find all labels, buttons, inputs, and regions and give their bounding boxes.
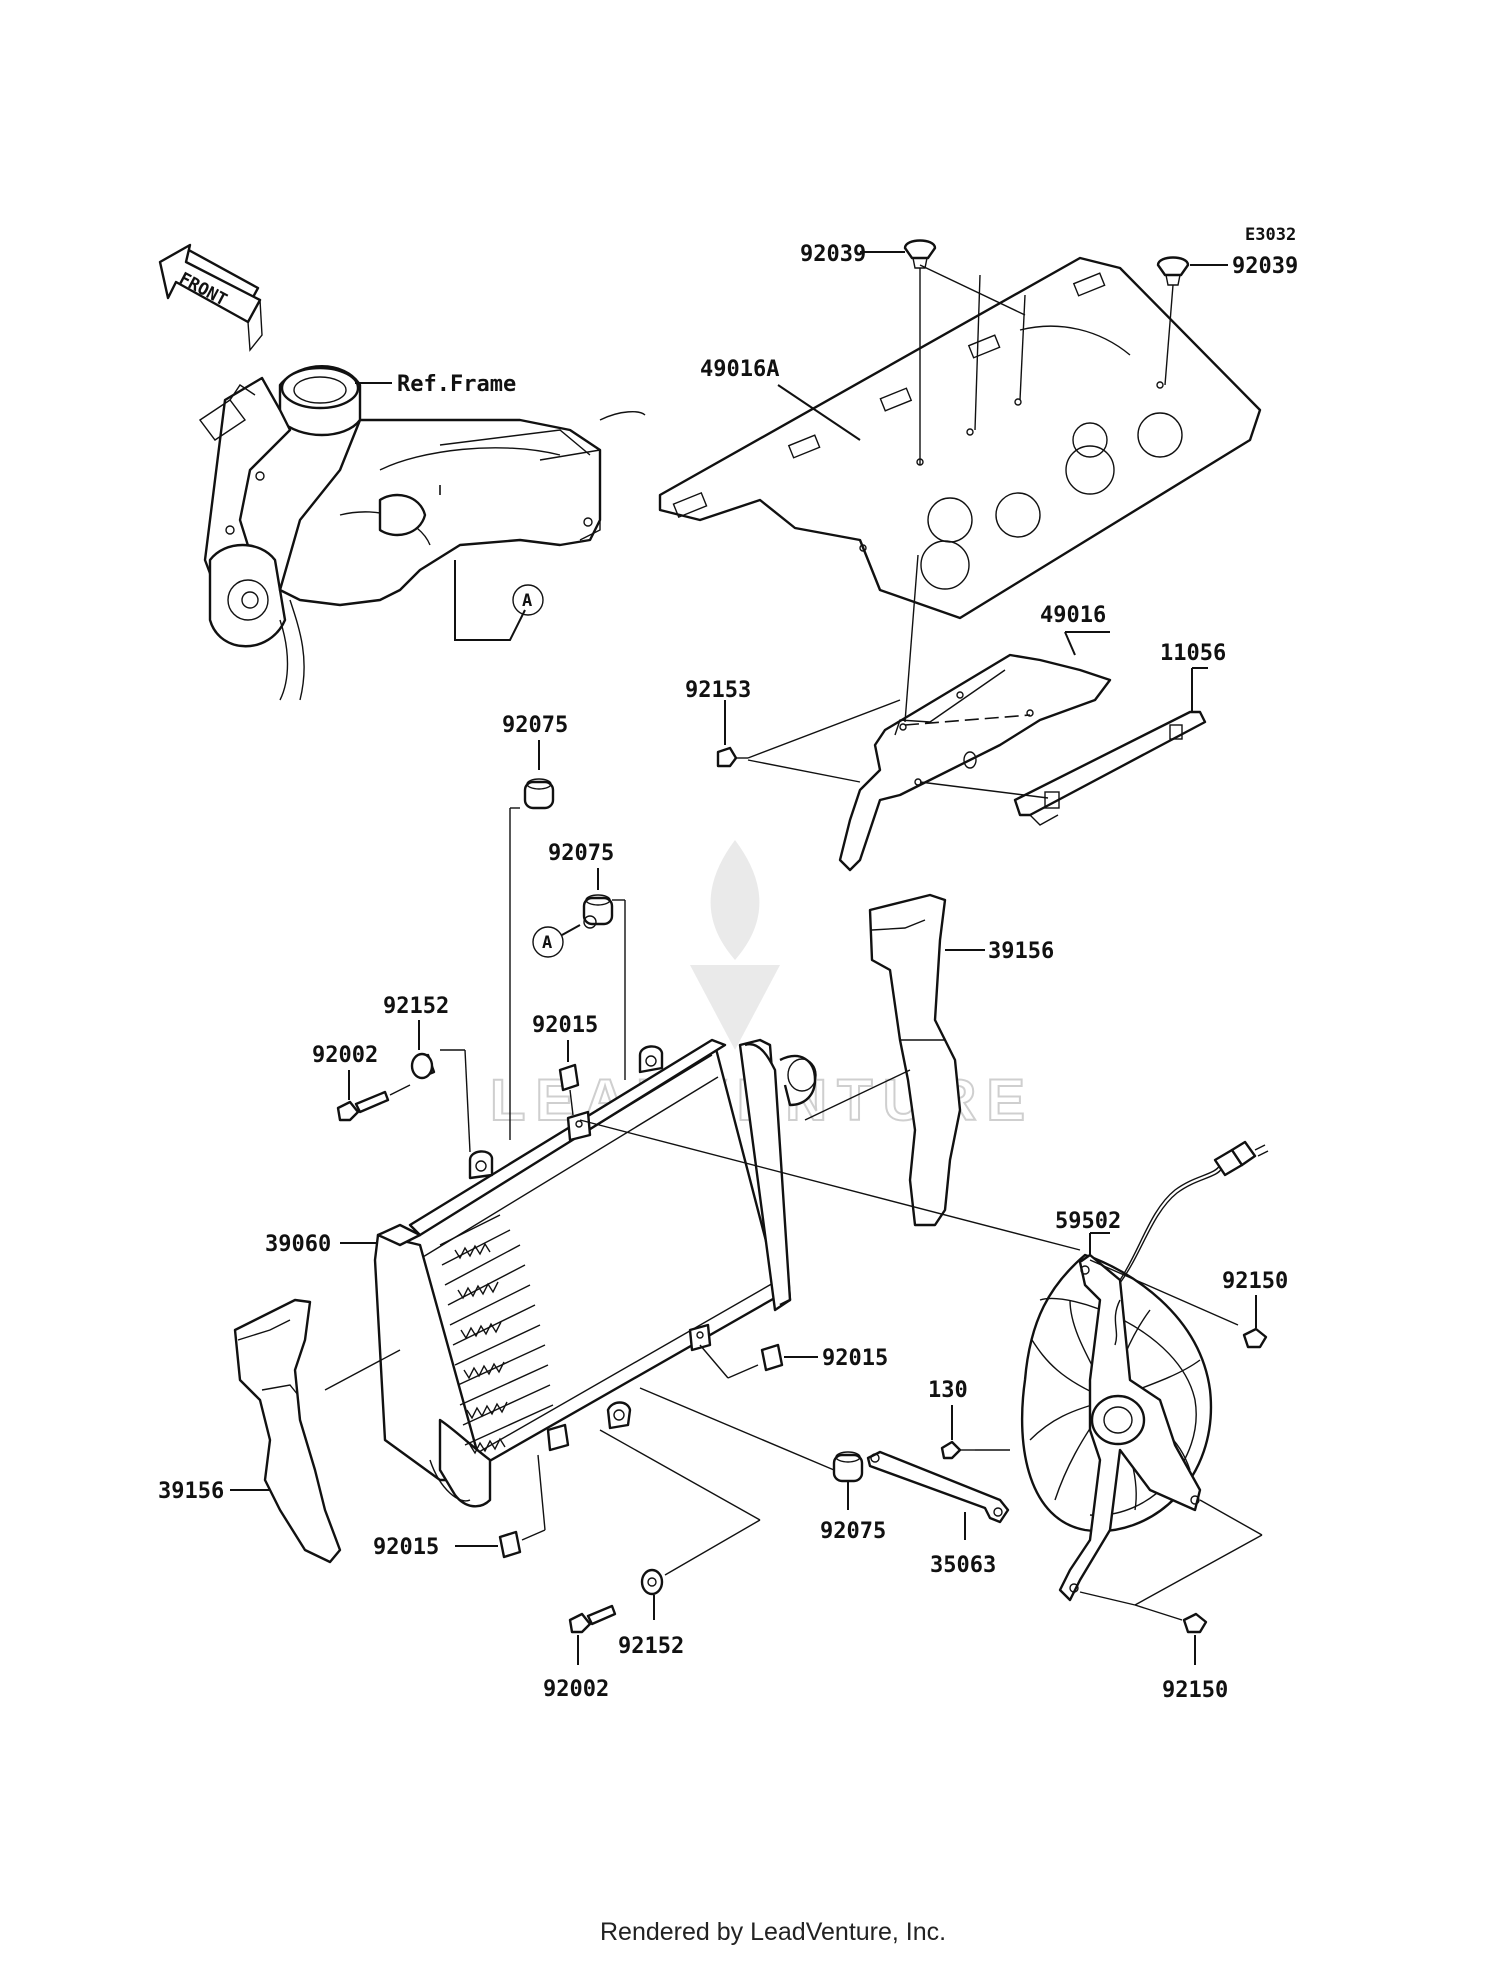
label-92002-bottom: 92002: [543, 1677, 609, 1702]
part-39060-radiator: [324, 1038, 817, 1508]
label-92075-bottom: 92075: [820, 1519, 886, 1544]
part-92015-top-clip: [558, 1040, 1081, 1251]
frame-assembly: [198, 365, 646, 701]
part-39156-left-shroud: [230, 1298, 342, 1564]
radiator-fins: [439, 1214, 554, 1455]
label-92150-top: 92150: [1222, 1269, 1288, 1294]
footer-credit: Rendered by LeadVenture, Inc.: [600, 1918, 946, 1946]
part-92002-bottom-bolt: [568, 1604, 617, 1665]
part-92075-mid-grommet: [561, 868, 626, 1080]
label-39060: 39060: [265, 1232, 331, 1257]
part-92153-bolt: [716, 699, 1049, 799]
label-92150-bottom: 92150: [1162, 1678, 1228, 1703]
label-130: 130: [928, 1378, 968, 1403]
label-92015-bottom: 92015: [373, 1535, 439, 1560]
label-39156-right: 39156: [988, 939, 1054, 964]
part-92015-bottom-clip: [455, 1454, 546, 1559]
label-11056: 11056: [1160, 641, 1226, 666]
label-39156-left: 39156: [158, 1479, 224, 1504]
svg-text:A: A: [542, 933, 552, 953]
diagram-code: E3032: [1245, 225, 1296, 245]
part-49016A-plate: [658, 256, 1262, 620]
part-92152-top-collar: [410, 1020, 471, 1153]
label-92015-mid: 92015: [822, 1346, 888, 1371]
part-59502-fan-assembly: [1020, 1140, 1269, 1602]
front-arrow-icon: FRONT: [158, 243, 263, 352]
part-92015-mid-clip: [699, 1343, 818, 1379]
label-92039-left: 92039: [800, 242, 866, 267]
label-35063: 35063: [930, 1553, 996, 1578]
svg-text:A: A: [522, 591, 532, 611]
label-49016A: 49016A: [700, 357, 779, 382]
ref-frame-label: Ref.Frame: [397, 372, 516, 397]
part-49016-cover: [838, 554, 1112, 872]
part-92150-bottom-nut: [1079, 1499, 1263, 1665]
part-92039-left-clip: [860, 239, 1026, 465]
label-92152-top: 92152: [383, 994, 449, 1019]
label-92015-top: 92015: [532, 1013, 598, 1038]
part-92075-top-grommet: [509, 740, 555, 1140]
part-39156-right-shroud: [804, 893, 985, 1227]
label-92075-mid: 92075: [548, 841, 614, 866]
part-92150-top-nut: [1242, 1295, 1268, 1349]
label-59502: 59502: [1055, 1209, 1121, 1234]
label-92039-right: 92039: [1232, 254, 1298, 279]
part-92039-right-clip: [1156, 256, 1228, 386]
part-92075-bottom-grommet: [639, 1387, 864, 1510]
label-92075-top: 92075: [502, 713, 568, 738]
ref-marker-a-mid: A: [532, 926, 564, 958]
part-11056-bracket: [1013, 667, 1208, 826]
part-35063-stay: [866, 1450, 1010, 1540]
label-92002-top: 92002: [312, 1043, 378, 1068]
label-92153: 92153: [685, 678, 751, 703]
part-92002-top-bolt: [336, 1070, 411, 1122]
ref-marker-a-top: A: [512, 584, 544, 616]
label-49016: 49016: [1040, 603, 1106, 628]
part-92152-bottom-collar: [599, 1429, 761, 1620]
label-92152-bottom: 92152: [618, 1634, 684, 1659]
part-130-bolt: [940, 1405, 1010, 1460]
